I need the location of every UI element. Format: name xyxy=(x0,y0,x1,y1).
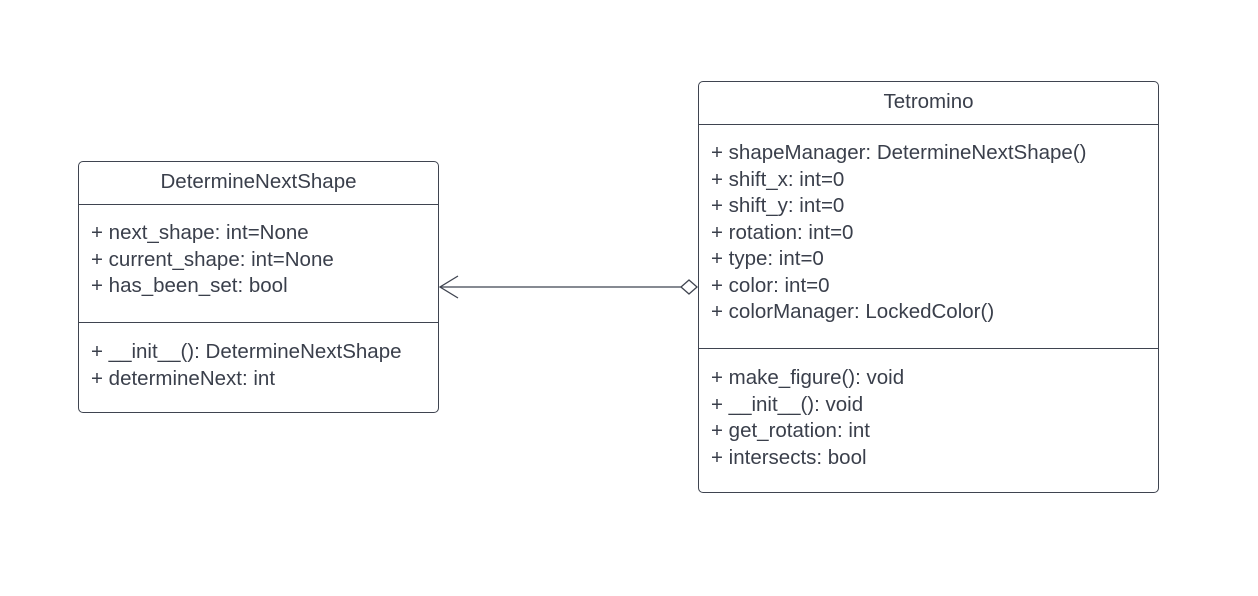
attribute-item: + shift_x: int=0 xyxy=(711,167,845,191)
method-item: + intersects: bool xyxy=(711,445,867,469)
methods-section: + make_figure(): void + __init__(): void… xyxy=(699,349,1158,471)
methods-section: + __init__(): DetermineNextShape + deter… xyxy=(79,323,438,392)
attribute-item: + current_shape: int=None xyxy=(91,247,334,271)
method-item: + determineNext: int xyxy=(91,366,276,390)
attribute-item: + color: int=0 xyxy=(711,273,830,297)
open-arrowhead xyxy=(438,275,459,299)
attribute-item: + rotation: int=0 xyxy=(711,220,854,244)
class-box-tetromino[interactable]: Tetromino + shapeManager: DetermineNextS… xyxy=(698,81,1159,493)
attribute-item: + type: int=0 xyxy=(711,247,824,270)
attribute-item: + shift_y: int=0 xyxy=(711,194,845,217)
method-item: + make_figure(): void xyxy=(711,366,905,389)
attribute-item: + shapeManager: DetermineNextShape() xyxy=(711,141,1087,164)
attribute-item: + has_been_set: bool xyxy=(91,274,288,297)
attribute-item: + colorManager: LockedColor() xyxy=(711,300,995,323)
class-name: Tetromino xyxy=(699,82,1158,125)
attribute-item: + next_shape: int=None xyxy=(91,221,309,244)
attributes-section: + shapeManager: DetermineNextShape() + s… xyxy=(699,125,1158,349)
class-box-determine-next-shape[interactable]: DetermineNextShape + next_shape: int=Non… xyxy=(78,161,439,413)
method-item: + get_rotation: int xyxy=(711,419,870,442)
method-item: + __init__(): void xyxy=(711,392,864,416)
attributes-section: + next_shape: int=None + current_shape: … xyxy=(79,205,438,323)
method-item: + __init__(): DetermineNextShape xyxy=(91,340,402,363)
class-name: DetermineNextShape xyxy=(79,162,438,205)
aggregation-diamond xyxy=(680,279,698,295)
